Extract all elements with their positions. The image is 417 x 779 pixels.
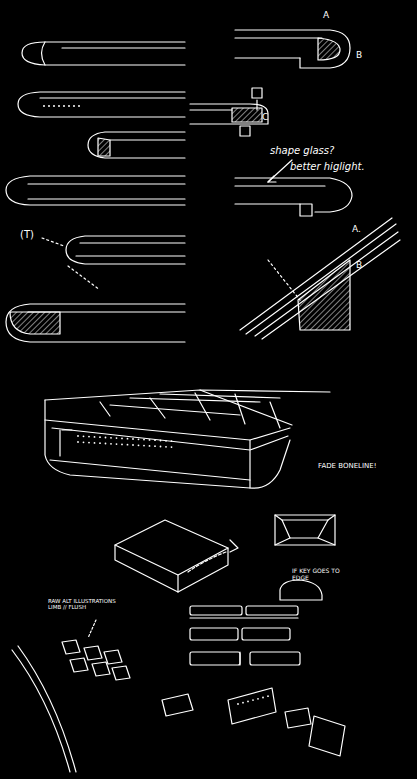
callout-letter: B <box>356 50 376 60</box>
speaker-hole <box>165 440 167 442</box>
speaker-hole <box>105 443 107 445</box>
speaker-hole <box>121 444 123 446</box>
vent-hole <box>63 105 65 107</box>
vent-hole <box>43 105 45 107</box>
speaker-hole <box>94 436 96 438</box>
vent-hole <box>78 105 80 107</box>
design-note: better higlight. <box>290 161 410 173</box>
speaker-hole <box>143 439 145 441</box>
speaker-hole <box>83 441 85 443</box>
speaker-hole <box>154 445 156 447</box>
speaker-hole <box>138 438 140 440</box>
callout-letter: B <box>356 260 376 270</box>
vent-hole <box>53 105 55 107</box>
key-texture <box>262 697 264 699</box>
speaker-hole <box>138 444 140 446</box>
callout-letter: A <box>323 10 343 20</box>
vent-hole <box>48 105 50 107</box>
speaker-hole <box>94 442 96 444</box>
design-note: IF KEY GOES TO EDGE <box>292 568 352 582</box>
speaker-hole <box>88 436 90 438</box>
key-row-variants <box>190 606 300 665</box>
key-texture <box>257 698 259 700</box>
edge-profile-cap <box>88 132 185 158</box>
speaker-hole <box>132 444 134 446</box>
speaker-hole <box>149 439 151 441</box>
key-texture <box>237 703 239 705</box>
vent-hole <box>58 105 60 107</box>
speaker-hole <box>121 438 123 440</box>
key-texture <box>267 695 269 697</box>
design-note: shape glass? <box>270 145 380 157</box>
speaker-hole <box>165 446 167 448</box>
edge-section-hatched <box>6 304 185 342</box>
speaker-hole <box>77 435 79 437</box>
speaker-hole <box>88 442 90 444</box>
speaker-hole <box>127 438 129 440</box>
keycap-cluster <box>12 620 130 772</box>
design-note: RAW ALT ILLUSTRATIONS LIMB // FLUSH <box>48 598 124 611</box>
callout-letter: A. <box>352 224 382 234</box>
speaker-hole <box>99 442 101 444</box>
key-texture <box>247 701 249 703</box>
vent-hole <box>68 105 70 107</box>
speaker-hole <box>105 437 107 439</box>
speaker-hole <box>116 437 118 439</box>
edge-profile-t <box>42 236 185 290</box>
speaker-hole <box>127 444 129 446</box>
glass-section <box>235 30 350 110</box>
callout-label: (T) <box>20 229 50 241</box>
speaker-hole <box>77 441 79 443</box>
speaker-hole <box>149 445 151 447</box>
speaker-hole <box>110 437 112 439</box>
speaker-hole <box>171 440 173 442</box>
edge-profile <box>22 42 185 65</box>
speaker-hole <box>160 446 162 448</box>
diagonal-section <box>240 218 400 339</box>
speaker-hole <box>116 443 118 445</box>
vent-hole <box>73 105 75 107</box>
speaker-hole <box>132 438 134 440</box>
callout-letter: C <box>262 112 282 122</box>
speaker-hole <box>154 439 156 441</box>
speaker-hole <box>160 440 162 442</box>
mid-section <box>190 104 268 136</box>
key-texture <box>242 702 244 704</box>
small-keys <box>162 688 345 756</box>
speaker-hole <box>171 446 173 448</box>
key-texture <box>252 699 254 701</box>
speaker-hole <box>143 445 145 447</box>
speaker-hole <box>99 436 101 438</box>
edge-profile-vents <box>18 92 185 117</box>
edge-profile-long <box>6 176 185 205</box>
keyboard-perspective <box>45 390 330 488</box>
speaker-hole <box>83 435 85 437</box>
speaker-hole <box>110 443 112 445</box>
keycap-study <box>115 515 335 600</box>
design-note: FADE BONELINE! <box>318 462 398 470</box>
